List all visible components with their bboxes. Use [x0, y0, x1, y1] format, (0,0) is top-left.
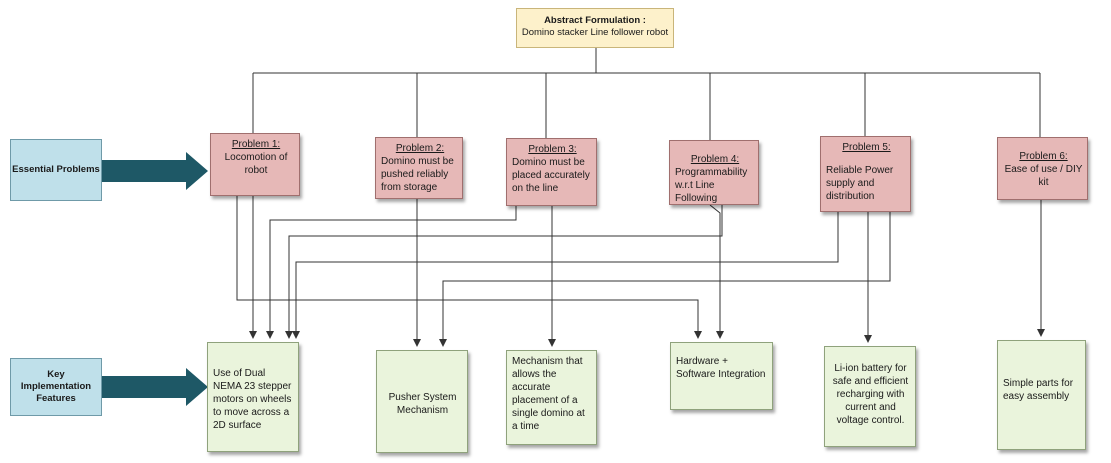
feature-4-box: Hardware + Software Integration: [670, 342, 773, 410]
link-p5-f2: [439, 212, 891, 347]
problem-4-box: Problem 4: Programmability w.r.t Line Fo…: [669, 140, 759, 205]
problem-1-box: Problem 1: Locomotion of robot: [210, 133, 300, 196]
root-title: Abstract Formulation :: [544, 15, 646, 26]
problem-6-box: Problem 6: Ease of use / DIY kit: [997, 137, 1088, 200]
link-p4-f4: [709, 204, 724, 339]
feature-6-box: Simple parts for easy assembly: [997, 340, 1086, 450]
link-p4-f1: [285, 205, 723, 339]
features-arrow-icon: [102, 368, 208, 406]
link-p3-f1a: [266, 206, 517, 339]
problem-3-box: Problem 3: Domino must be placed accurat…: [506, 138, 597, 206]
key-features-label: Key Implementation Features: [10, 358, 102, 416]
feature-1-box: Use of Dual NEMA 23 stepper motors on wh…: [207, 342, 299, 452]
feature-2-box: Pusher System Mechanism: [376, 350, 468, 453]
root-subtitle: Domino stacker Line follower robot: [521, 27, 669, 38]
link-p1-f4: [236, 196, 702, 339]
feature-3-box: Mechanism that allows the accurate place…: [506, 350, 597, 445]
essential-problems-label: Essential Problems: [10, 139, 102, 201]
problems-arrow-icon: [102, 152, 208, 190]
problem-5-box: Problem 5: Reliable Power supply and dis…: [820, 136, 911, 212]
problem-2-box: Problem 2: Domino must be pushed reliabl…: [375, 137, 463, 199]
link-p5-f1: [292, 212, 839, 339]
abstract-formulation-box: Abstract Formulation : Domino stacker Li…: [516, 8, 674, 48]
feature-5-box: Li-ion battery for safe and efficient re…: [824, 346, 916, 447]
